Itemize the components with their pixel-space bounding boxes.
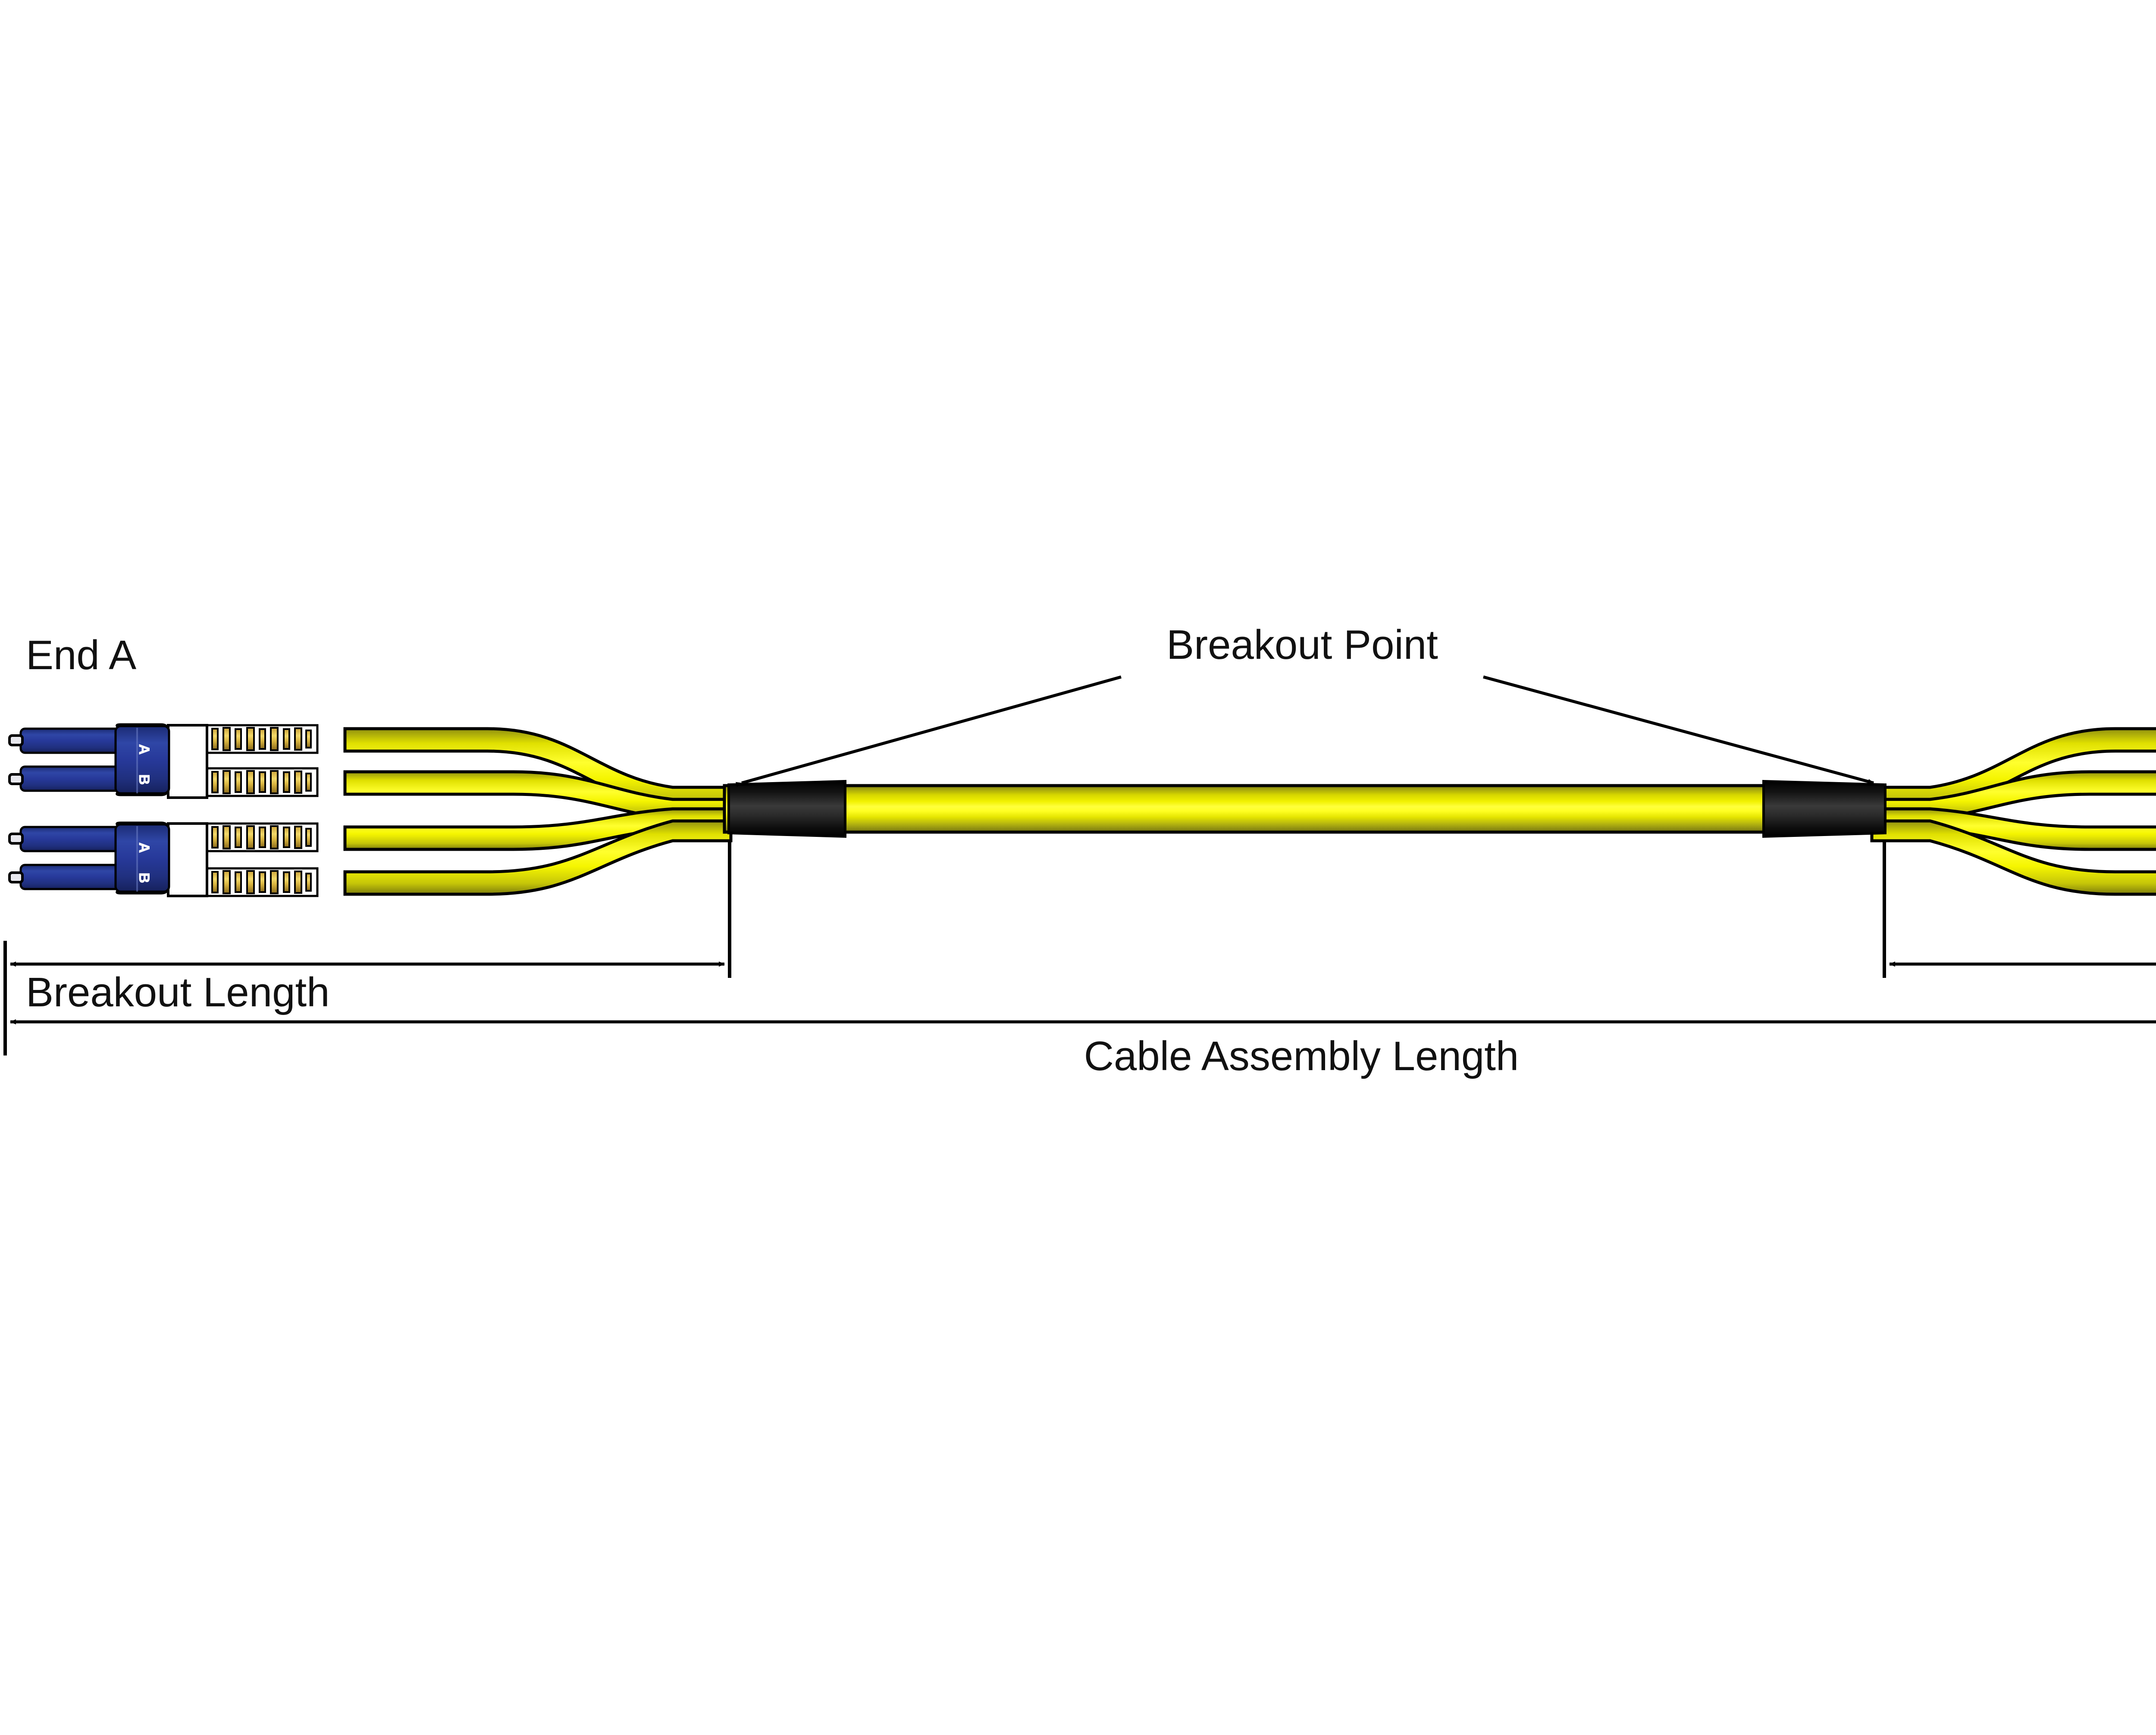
connector-a-upper[interactable]: A B (9, 724, 169, 795)
cable-assembly-length-label: Cable Assembly Length (1084, 1033, 1519, 1079)
breakout-boot-right (1762, 780, 1887, 838)
connector-a-lower-port-a-label: A (136, 842, 152, 853)
connector-a-upper-port-b-label: B (136, 774, 152, 785)
breakout-boot-left (727, 780, 846, 838)
strain-relief-a4 (206, 868, 317, 896)
connector-a-lower-port-b-label: B (136, 873, 152, 883)
breakout-point-leader-left (735, 675, 1122, 787)
strain-relief-a3 (206, 824, 317, 851)
end-a-label: End A (26, 632, 136, 678)
dimension-cable-assembly-length: Cable Assembly Length (10, 1019, 2156, 1079)
connector-a-upper-port-a-label: A (136, 744, 152, 755)
breakout-point-leader-right (1483, 675, 1874, 785)
strain-relief-a2 (206, 768, 317, 796)
strain-relief-a1 (206, 725, 317, 753)
fiber-leg-b4 (1870, 819, 2156, 896)
breakout-point-label: Breakout Point (1166, 622, 1438, 668)
connector-a-lower[interactable]: A B (9, 823, 169, 893)
dimension-breakout-length-right: Breakout Length (1889, 961, 2156, 967)
fiber-leg-a4 (343, 819, 733, 896)
dimension-breakout-length-left: Breakout Length (10, 961, 725, 1015)
end-a-fiber-legs (343, 727, 733, 896)
trunk-cable (723, 784, 1886, 834)
breakout-length-left-label: Breakout Length (26, 969, 330, 1015)
